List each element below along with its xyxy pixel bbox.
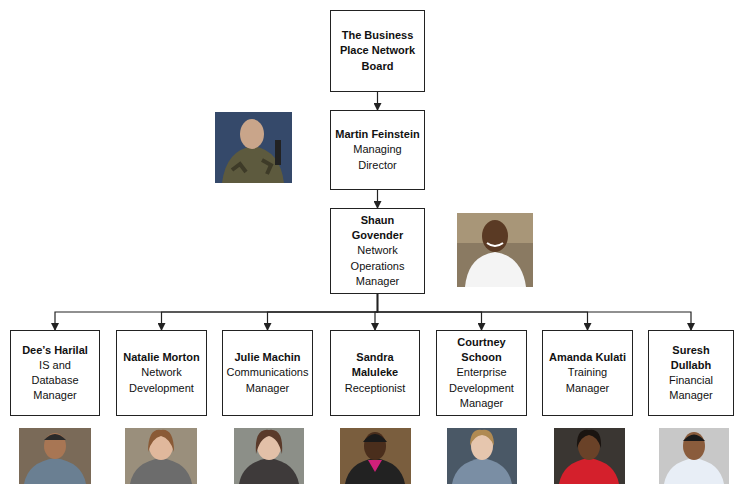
portrait-photo: [215, 112, 292, 183]
org-box: Natalie MortonNetwork Development: [116, 330, 207, 416]
portrait-photo: [125, 428, 197, 484]
person-name: Courtney Schoon: [441, 335, 522, 365]
reporting-arrow: [55, 294, 378, 330]
job-title: Receptionist: [345, 381, 406, 396]
person-name: Julie Machin: [234, 350, 300, 365]
org-box: The Business Place Network Board: [330, 10, 425, 92]
org-box: Sandra MalulekeReceptionist: [330, 330, 420, 416]
portrait-photo: [340, 428, 411, 484]
person-name: Dee’s Harilal: [22, 343, 88, 358]
job-title: Communications Manager: [227, 365, 309, 395]
person-name: Shaun Govender: [335, 213, 420, 243]
org-box: Shaun GovenderNetwork Operations Manager: [330, 208, 425, 294]
person-name: The Business Place Network Board: [335, 28, 420, 74]
portrait-photo: [554, 428, 625, 484]
person-name: Natalie Morton: [123, 350, 199, 365]
org-box: Dee’s HarilalIS and Database Manager: [10, 330, 100, 416]
job-title: Financial Manager: [653, 373, 729, 403]
portrait-photo: [659, 428, 729, 484]
person-name: Amanda Kulati: [549, 350, 626, 365]
job-title: Network Operations Manager: [335, 243, 420, 289]
job-title: IS and Database Manager: [15, 358, 95, 404]
reporting-arrow: [377, 190, 378, 208]
job-title: Network Development: [121, 365, 202, 395]
portrait-photo: [457, 213, 533, 287]
org-box: Courtney SchoonEnterprise Development Ma…: [436, 330, 527, 416]
portrait-photo: [447, 428, 517, 484]
portrait-photo: [234, 428, 304, 484]
person-name: Martin Feinstein: [335, 127, 419, 142]
org-box: Suresh DullabhFinancial Manager: [648, 330, 734, 416]
org-box: Martin FeinsteinManaging Director: [330, 110, 425, 190]
portrait-photo: [19, 428, 91, 484]
org-box: Julie MachinCommunications Manager: [222, 330, 313, 416]
job-title: Training Manager: [547, 365, 628, 395]
reporting-arrow: [268, 294, 378, 330]
reporting-arrow: [377, 92, 378, 110]
reporting-arrow: [378, 294, 692, 330]
job-title: Managing Director: [335, 142, 420, 172]
person-name: Suresh Dullabh: [653, 343, 729, 373]
job-title: Enterprise Development Manager: [441, 365, 522, 411]
reporting-arrow: [162, 294, 378, 330]
person-name: Sandra Maluleke: [335, 350, 415, 380]
org-box: Amanda KulatiTraining Manager: [542, 330, 633, 416]
